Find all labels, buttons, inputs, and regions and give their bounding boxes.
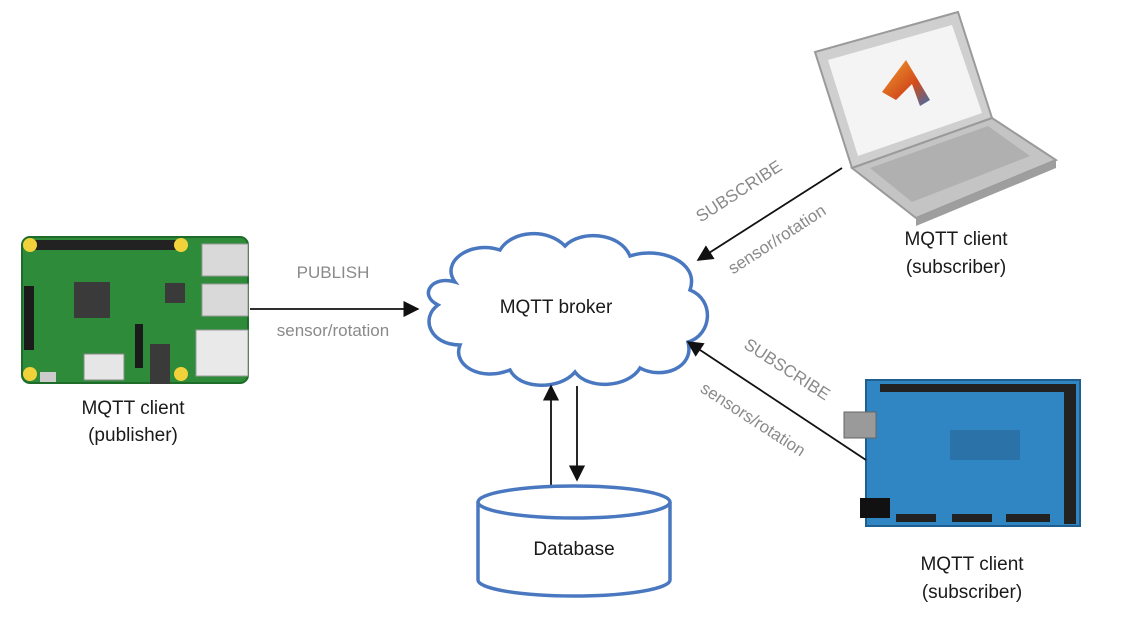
arduino-topic-label: sensors/rotation bbox=[697, 378, 809, 460]
matlab-logo-icon bbox=[882, 60, 930, 106]
database-label: Database bbox=[533, 539, 614, 560]
cloud-icon bbox=[426, 232, 710, 387]
arduino-action-label: SUBSCRIBE bbox=[741, 335, 834, 404]
laptop-action-label: SUBSCRIBE bbox=[693, 157, 786, 226]
database-cylinder-icon bbox=[476, 484, 672, 598]
laptop-label-line1: MQTT client bbox=[904, 229, 1008, 250]
publish-topic-label: sensor/rotation bbox=[277, 321, 389, 340]
arduino-subscribe-arrow bbox=[686, 341, 867, 461]
raspberry-pi-icon bbox=[21, 236, 249, 384]
laptop-subscribe-arrow bbox=[696, 167, 843, 261]
broker-label: MQTT broker bbox=[500, 297, 613, 318]
arduino-label-line2: (subscriber) bbox=[922, 582, 1022, 603]
laptop-topic-label: sensor/rotation bbox=[725, 201, 830, 278]
publisher-label-line1: MQTT client bbox=[81, 398, 185, 419]
publish-action-label: PUBLISH bbox=[297, 263, 370, 282]
arduino-label-line1: MQTT client bbox=[920, 554, 1024, 575]
publisher-label-line2: (publisher) bbox=[88, 425, 178, 446]
arduino-board-icon bbox=[843, 379, 1081, 527]
laptop-icon bbox=[813, 10, 1059, 226]
laptop-label-line2: (subscriber) bbox=[906, 257, 1006, 278]
